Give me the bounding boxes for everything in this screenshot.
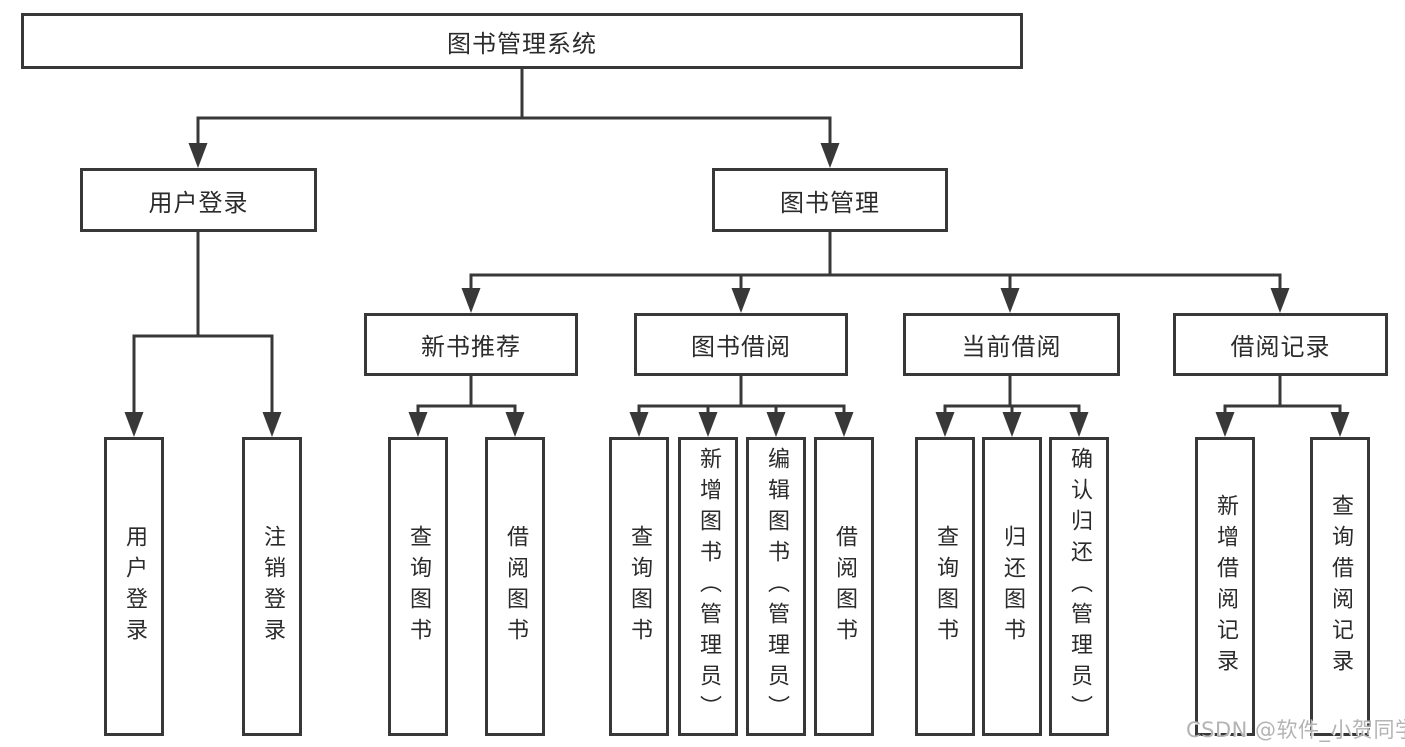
node-label: 当前借阅 [961,333,1062,361]
arrow-down-icon [820,143,840,168]
arrow-down-icon [935,412,955,437]
arrow-down-icon [505,412,525,437]
arrow-down-icon [124,412,144,437]
leaf-query-books-borrow: 查询图书 [609,437,669,736]
leaf-logout: 注销登录 [242,437,302,736]
arrow-down-icon [1069,412,1089,437]
leaf-borrow-books-recommend: 借阅图书 [485,437,545,736]
csdn-watermark: CSDN @软件_小贺同学 [1186,718,1405,742]
node-label: 借阅图书 [503,524,528,649]
leaf-add-borrow-record: 新增借阅记录 [1195,437,1255,736]
node-label: 图书管理系统 [447,29,597,58]
node-label: 新增图书（管理员） [696,447,721,726]
arrow-down-icon [766,412,786,437]
node-label: 编辑图书（管理员） [764,447,789,726]
leaf-return-books: 归还图书 [982,437,1042,736]
node-current-borrow: 当前借阅 [903,313,1120,376]
node-label: 确认归还（管理员） [1067,447,1092,726]
arrow-down-icon [262,412,282,437]
node-user-login: 用户登录 [80,168,317,232]
node-label: 借阅图书 [832,524,857,649]
arrow-down-icon [731,288,751,313]
arrow-down-icon [1215,412,1235,437]
node-label: 查询图书 [933,524,958,649]
node-new-book-recommend: 新书推荐 [364,313,578,376]
node-label: 查询图书 [406,524,431,649]
node-label: 查询借阅记录 [1328,493,1353,680]
node-label: 用户登录 [148,188,249,217]
node-book-management: 图书管理 [712,168,948,232]
node-label: 新增借阅记录 [1213,493,1238,680]
arrow-down-icon [1330,412,1350,437]
leaf-user-login: 用户登录 [104,437,164,736]
arrow-down-icon [461,288,481,313]
arrow-down-icon [834,412,854,437]
node-borrow-records: 借阅记录 [1173,313,1388,376]
node-label: 注销登录 [260,524,285,649]
leaf-query-borrow-record: 查询借阅记录 [1310,437,1370,736]
node-label: 借阅记录 [1230,333,1331,361]
node-label: 用户登录 [122,524,147,649]
arrow-down-icon [1002,412,1022,437]
node-label: 图书借阅 [691,333,791,361]
leaf-confirm-return-admin: 确认归还（管理员） [1049,437,1109,736]
node-label: 图书管理 [780,188,880,217]
leaf-query-books-current: 查询图书 [915,437,975,736]
leaf-query-books-recommend: 查询图书 [388,437,448,736]
node-label: 查询图书 [627,524,652,649]
arrow-down-icon [408,412,428,437]
arrow-down-icon [188,143,208,168]
node-label: 归还图书 [1000,524,1025,649]
arrowhead-icons [124,143,1350,437]
leaf-add-books-admin: 新增图书（管理员） [678,437,738,736]
node-book-borrow: 图书借阅 [634,313,848,376]
leaf-edit-books-admin: 编辑图书（管理员） [746,437,806,736]
arrow-down-icon [698,412,718,437]
arrow-down-icon [1000,288,1020,313]
node-library-management-system: 图书管理系统 [21,13,1023,69]
arrow-down-icon [629,412,649,437]
node-label: 新书推荐 [421,333,521,361]
arrow-down-icon [1270,288,1290,313]
leaf-borrow-books: 借阅图书 [814,437,874,736]
